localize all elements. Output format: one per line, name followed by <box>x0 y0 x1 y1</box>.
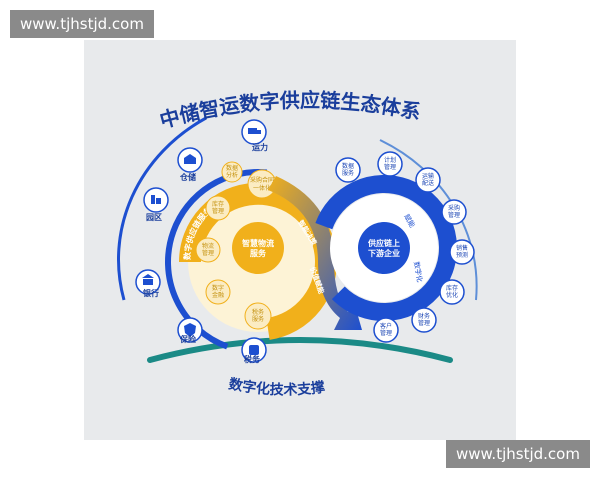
yellow-node[interactable]: 物流 管理 <box>195 237 221 263</box>
svg-text:计划: 计划 <box>384 156 396 164</box>
svg-text:采购: 采购 <box>448 204 460 212</box>
svg-text:客户: 客户 <box>380 322 392 330</box>
svg-text:一体化: 一体化 <box>253 184 271 192</box>
svg-text:销售: 销售 <box>456 244 468 252</box>
outer-ring-left <box>117 116 207 301</box>
svg-text:预测: 预测 <box>456 251 468 259</box>
svg-text:服务: 服务 <box>342 169 354 177</box>
svg-text:库存: 库存 <box>212 200 224 208</box>
blue-center-line2: 下游企业 <box>368 248 400 258</box>
svg-text:优化: 优化 <box>446 291 458 299</box>
watermark-top: www.tjhstjd.com <box>10 10 154 38</box>
svg-text:数据: 数据 <box>226 164 238 172</box>
svg-text:管理: 管理 <box>380 329 392 337</box>
blue-node[interactable]: 计划 管理 <box>377 151 403 177</box>
outer-node-transport[interactable]: 运力 <box>241 119 268 152</box>
page-title: 中储智运数字供应链生态体系 <box>157 88 423 133</box>
blue-center-line1: 供应链上 <box>367 238 400 248</box>
svg-text:管理: 管理 <box>448 211 460 219</box>
yellow-node[interactable]: 税务 服务 <box>244 302 272 330</box>
svg-text:采购合同: 采购合同 <box>250 176 274 184</box>
svg-text:仓储: 仓储 <box>179 172 196 182</box>
svg-text:运力: 运力 <box>252 142 268 152</box>
watermark-bottom: www.tjhstjd.com <box>446 440 590 468</box>
svg-text:园区: 园区 <box>146 213 162 222</box>
blue-inner-text-2: 数字化 <box>412 261 425 283</box>
yellow-node[interactable]: 数据 分析 <box>221 161 243 183</box>
svg-text:管理: 管理 <box>418 319 430 327</box>
yellow-node[interactable]: 采购合同 一体化 <box>247 169 277 199</box>
yellow-center-line2: 服务 <box>250 248 267 258</box>
svg-text:服务: 服务 <box>252 315 264 323</box>
blue-node[interactable]: 销售 预测 <box>449 239 475 265</box>
left-blue-arc <box>164 169 351 355</box>
blue-center <box>358 222 410 274</box>
shield-icon <box>184 323 196 337</box>
outer-node-insurance[interactable]: 保险 <box>177 317 203 344</box>
teal-support-arc <box>147 337 453 363</box>
outer-node-tax[interactable]: 税务 <box>241 337 267 364</box>
outer-node-bank[interactable]: 银行 <box>135 269 161 298</box>
blue-node[interactable]: 采购 管理 <box>441 199 467 225</box>
blue-node[interactable]: 财务 管理 <box>411 307 437 333</box>
blue-ring <box>311 175 457 321</box>
truck-icon <box>248 128 257 134</box>
blue-node[interactable]: 运输 配送 <box>415 167 441 193</box>
warehouse-icon <box>184 154 196 164</box>
tax-icon <box>249 345 259 355</box>
svg-text:物流: 物流 <box>202 242 214 250</box>
svg-text:运输: 运输 <box>422 172 434 180</box>
svg-text:保险: 保险 <box>179 334 197 344</box>
blue-node[interactable]: 数据 服务 <box>335 157 361 183</box>
svg-text:财务: 财务 <box>418 312 430 320</box>
svg-text:银行: 银行 <box>142 288 159 298</box>
svg-text:管理: 管理 <box>202 249 214 257</box>
outer-node-park[interactable]: 园区 <box>143 187 169 222</box>
svg-text:管理: 管理 <box>384 163 396 171</box>
blue-node[interactable]: 客户 管理 <box>373 317 399 343</box>
svg-text:数据: 数据 <box>342 162 354 170</box>
flow-arrow <box>268 176 362 330</box>
svg-text:金融: 金融 <box>212 291 224 299</box>
yellow-node[interactable]: 数字 金融 <box>205 279 231 305</box>
bottom-title: 数字化技术支撑 <box>227 375 326 398</box>
svg-text:数字: 数字 <box>212 284 224 292</box>
yellow-center-line1: 智慧物流 <box>242 238 274 248</box>
blue-node[interactable]: 库存 优化 <box>439 279 465 305</box>
svg-text:税务: 税务 <box>252 308 264 316</box>
yellow-node[interactable]: 库存 管理 <box>205 195 231 221</box>
svg-text:配送: 配送 <box>422 179 434 187</box>
svg-text:管理: 管理 <box>212 207 224 215</box>
yellow-center <box>232 222 284 274</box>
park-icon <box>151 195 155 204</box>
svg-text:税务: 税务 <box>244 354 261 364</box>
svg-text:库存: 库存 <box>446 284 458 292</box>
svg-text:分析: 分析 <box>226 171 238 179</box>
outer-node-warehouse[interactable]: 仓储 <box>177 147 203 182</box>
bank-icon <box>142 274 154 278</box>
